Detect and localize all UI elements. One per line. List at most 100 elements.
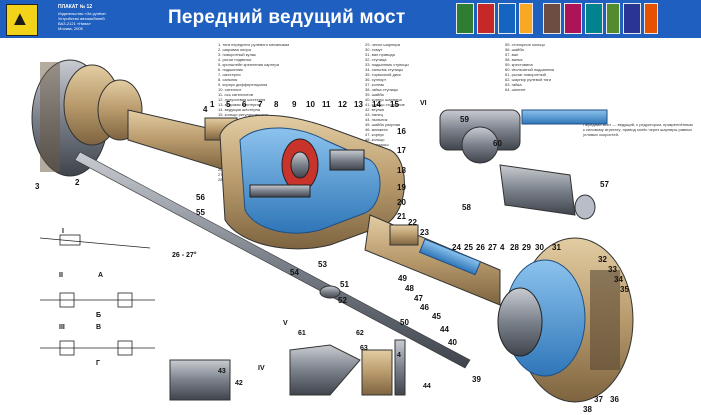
differential-housing — [219, 114, 405, 250]
view-label: В — [96, 324, 102, 331]
schematic-views — [39, 234, 155, 356]
callout-label: 57 — [600, 180, 609, 189]
callout-label: 55 — [196, 208, 205, 217]
callout-label: 48 — [405, 284, 414, 293]
legend-entry: 30. хомут — [365, 47, 383, 52]
callout-label: 19 — [397, 183, 406, 192]
callout-label: 59 — [460, 115, 469, 124]
callout-label: 26 — [476, 243, 485, 252]
header-bar: ▲ ПЛАКАТ № 12 Издательство «За рулём» Ус… — [0, 0, 701, 38]
description-note: Передний мост — ведущий, с редуктором, п… — [583, 122, 693, 137]
meta-line: Устройство автомобилей — [58, 16, 105, 21]
meta-line: Издательство «За рулём» — [58, 11, 107, 16]
publisher-logo: ▲ — [6, 4, 38, 36]
view-label: III — [59, 324, 65, 331]
callout-label: 52 — [338, 296, 347, 305]
meta-line: ВАЗ-2121 «Нива» — [58, 21, 91, 26]
callout-label: 44 — [440, 325, 449, 334]
view-label: Г — [96, 360, 100, 367]
callout-label: 36 — [610, 395, 619, 404]
series-thumbnails — [456, 3, 658, 34]
steering-tie-rod — [74, 151, 471, 369]
legend-entry: 44. пыльник — [365, 117, 388, 122]
callout-label: 21 — [397, 212, 406, 221]
thumbnail-image — [644, 3, 658, 34]
callout-label: 18 — [397, 166, 406, 175]
legend-entry: 34. сальник ступицы — [365, 67, 404, 72]
legend-entry: 2. шаровая опора — [218, 47, 251, 52]
legend-entry: 45. шайба упорная — [365, 122, 401, 127]
callout-label: 45 — [432, 312, 441, 321]
legend-entry: 40. корпус шарнира — [365, 97, 402, 102]
callout-label: 44 — [423, 383, 431, 390]
callout-label: 3 — [35, 182, 40, 191]
legend-entry: 32. ступица — [365, 57, 387, 62]
right-axle-tube — [364, 214, 501, 306]
callout-label: 38 — [583, 405, 592, 414]
legend-entry: 58. вилка — [505, 57, 523, 62]
callout-label: 22 — [408, 218, 417, 227]
view-label: IV — [258, 365, 265, 372]
callout-label: 61 — [298, 330, 306, 337]
page-title: Передний ведущий мост — [168, 7, 406, 28]
callout-label: 51 — [340, 280, 349, 289]
legend-entry: 5. кронштейн крепления картера — [218, 62, 279, 67]
view-label: I — [62, 228, 64, 235]
callout-label: 63 — [360, 345, 368, 352]
legend-entry: 60. игольчатый подшипник — [505, 67, 555, 72]
legend-entry: 47. корпус — [365, 132, 385, 137]
callout-label: 43 — [218, 368, 226, 375]
callout-label: 14 — [372, 100, 381, 109]
callout-label: 2 — [75, 178, 80, 187]
thumbnail-image — [477, 3, 495, 34]
callout-label: 47 — [414, 294, 423, 303]
callout-label: 12 — [338, 100, 347, 109]
callout-label: 49 — [398, 274, 407, 283]
legend-entry: 4. рычаг подвески — [218, 57, 252, 62]
callout-label: 42 — [235, 380, 243, 387]
legend-entry: 41. кольцо стопорное — [365, 102, 405, 107]
legend-entry: 56. шайба — [505, 47, 524, 52]
thumbnail-image — [564, 3, 582, 34]
legend-entry: 8. сальник — [218, 77, 238, 82]
callout-label: 8 — [274, 100, 279, 109]
legend-entry: 13. ведомая шестерня — [218, 102, 260, 107]
legend-entry: 9. корпус дифференциала — [218, 82, 268, 87]
legend-entry: 37. колпак — [365, 82, 385, 87]
thumbnail-image — [498, 3, 516, 34]
legend-entry: 57. вал — [505, 52, 519, 57]
legend-entry: 39. шайба — [365, 92, 384, 97]
legend-entry: 14. ведущая шестерня — [218, 107, 261, 112]
callout-label: 62 — [356, 330, 364, 337]
legend-entry: 38. гайка ступицы — [365, 87, 399, 92]
callout-label: 16 — [397, 127, 406, 136]
callout-label: 35 — [620, 285, 629, 294]
callout-label: 25 — [464, 243, 473, 252]
legend-entry: 6. подшипник — [218, 67, 243, 72]
meta-line: Москва, 2005 — [58, 26, 83, 31]
callout-label: 10 — [306, 100, 315, 109]
legend-entry: 1. тяга переднего рулевого механизма — [218, 42, 290, 47]
callout-label: 9 — [292, 100, 297, 109]
callout-label: 11 — [322, 100, 331, 109]
legend-entry: 7. шестерня — [218, 72, 241, 77]
callout-label: 28 — [510, 243, 519, 252]
thumbnail-image — [543, 3, 561, 34]
thumbnail-image — [606, 3, 620, 34]
legend-entry: 10. сателлит — [218, 87, 242, 92]
legend-entry: 61. рычаг поворотный — [505, 72, 546, 77]
thumbnail-image — [519, 3, 533, 34]
legend-entry: 42. втулка — [365, 107, 384, 112]
right-wheel-hub — [497, 237, 634, 403]
legend-entry: 3. поворотный кулак — [218, 52, 256, 57]
view-label: Б — [96, 312, 102, 319]
view-label: II — [59, 272, 63, 279]
legend-entry: 64. шплинт — [505, 87, 526, 92]
callout-label: 34 — [614, 275, 623, 284]
callout-label: 37 — [594, 395, 603, 404]
callout-label: 46 — [420, 303, 429, 312]
legend-entry: 11. ось сателлитов — [218, 92, 253, 97]
callout-label: 6 — [242, 100, 247, 109]
callout-label: 40 — [448, 338, 457, 347]
